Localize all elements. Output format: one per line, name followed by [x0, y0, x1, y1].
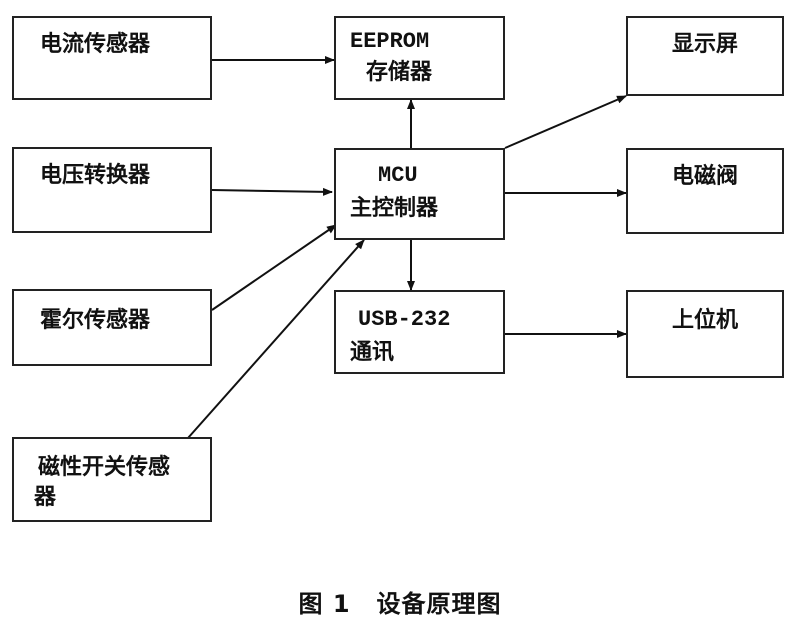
solenoid-valve-box: 电磁阀: [626, 148, 784, 234]
display-box: 显示屏: [626, 16, 784, 96]
magnetic-switch-sensor-label-line2: 器: [34, 484, 57, 510]
usb232-label-line2: 通讯: [350, 339, 395, 365]
current-sensor-label: 电流传感器: [40, 31, 151, 57]
current-sensor-box: 电流传感器: [12, 16, 212, 100]
arrow-voltage-to-mcu: [211, 187, 333, 196]
hall-sensor-label: 霍尔传感器: [40, 307, 151, 333]
arrow-mcu-to-display: [504, 95, 627, 149]
figure-number: 图 1: [298, 590, 351, 618]
mcu-label-line2: 主控制器: [350, 195, 439, 221]
mcu-box: MCU 主控制器: [334, 148, 505, 240]
mcu-label-line1: MCU: [378, 163, 418, 188]
figure-title: 设备原理图: [376, 590, 502, 618]
magnetic-switch-sensor-label-line1: 磁性开关传感: [38, 454, 171, 480]
display-label: 显示屏: [672, 31, 739, 57]
voltage-converter-box: 电压转换器: [12, 147, 212, 233]
voltage-converter-label: 电压转换器: [40, 162, 151, 188]
usb232-box: USB-232 通讯: [334, 290, 505, 374]
arrow-magnetic-to-mcu: [187, 239, 365, 439]
hall-sensor-box: 霍尔传感器: [12, 289, 212, 366]
magnetic-switch-sensor-box: 磁性开关传感 器: [12, 437, 212, 522]
host-pc-label: 上位机: [672, 307, 739, 333]
host-pc-box: 上位机: [626, 290, 784, 378]
eeprom-label-line2: 存储器: [366, 59, 433, 85]
usb232-label-line1: USB-232: [358, 307, 451, 332]
figure-caption: 图 1 设备原理图: [0, 584, 800, 619]
solenoid-valve-label: 电磁阀: [672, 163, 739, 189]
eeprom-box: EEPROM 存储器: [334, 16, 505, 100]
eeprom-label-line1: EEPROM: [350, 29, 430, 54]
arrow-hall-to-mcu: [211, 224, 337, 311]
